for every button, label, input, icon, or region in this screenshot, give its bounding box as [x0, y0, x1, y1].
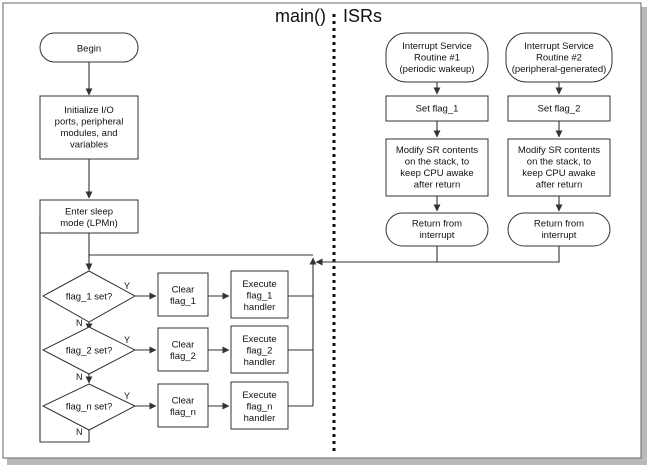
exec-flag1-label-line-1: flag_1: [247, 290, 273, 301]
isr1-modify-label-line-2: keep CPU awake: [400, 168, 473, 179]
isr1-entry-label-line-1: Routine #1: [414, 52, 460, 63]
isr1-entry-terminal: [385, 32, 489, 83]
header-main: main(): [275, 6, 326, 26]
isr1-entry-label-line-0: Interrupt Service: [402, 41, 472, 52]
init-label-line-2: modules, and: [60, 128, 117, 139]
exec-flagn-process: [230, 381, 289, 430]
sleep-process: [39, 199, 139, 234]
clear-flag1-label-line-1: flag_1: [170, 296, 196, 307]
isr2-entry-label-line-0: Interrupt Service: [524, 41, 594, 52]
isr2-return-label-line-1: interrupt: [542, 230, 577, 241]
begin-label-line-0: Begin: [77, 43, 101, 54]
decision-flag2-label-line-0: flag_2 set?: [66, 345, 112, 356]
decision-flag1-label-line-0: flag_1 set?: [66, 291, 112, 302]
init-process: [39, 95, 139, 160]
isr1-return-label-line-1: interrupt: [420, 230, 455, 241]
decision-flag1: [41, 270, 137, 323]
exec-flag2-label-line-1: flag_2: [247, 345, 273, 356]
isr2-entry-terminal: [505, 32, 613, 83]
sleep-label-line-1: mode (LPMn): [60, 218, 118, 229]
clear-flag1-label-line-0: Clear: [172, 285, 195, 296]
isr2-modify-process: [507, 138, 611, 197]
yes-label-flagn: Y: [124, 391, 130, 401]
decision-flagn-label-line-0: flag_n set?: [66, 401, 112, 412]
isr2-set-process: [507, 95, 611, 122]
exec-flag1-process: [230, 270, 289, 319]
isr2-set-label: Set flag_2: [538, 103, 581, 114]
decision-flag2: [41, 326, 137, 375]
yes-label-flag1: Y: [124, 281, 130, 291]
line-return2-to-main: [437, 246, 560, 263]
sleep-label-line-0: Enter sleep: [65, 207, 113, 218]
isr2-set-label-line-0: Set flag_2: [538, 103, 581, 114]
decision-flag2-label: flag_2 set?: [66, 345, 112, 356]
isr2-modify-label-line-3: after return: [536, 180, 582, 191]
yes-label-flag2: Y: [124, 335, 130, 345]
no-label-flag2: N: [76, 372, 83, 382]
isr2-modify-label-line-1: on the stack, to: [527, 157, 591, 168]
isr1-return-label-line-0: Return from: [412, 219, 462, 230]
isr2-return-label-line-0: Return from: [534, 219, 584, 230]
isr2-entry-label-line-2: (peripheral-generated): [512, 64, 607, 75]
no-label-flagn: N: [76, 427, 83, 437]
exec-flagn-label-line-2: handler: [244, 413, 276, 424]
clear-flag2-process: [157, 327, 209, 372]
header-isrs: ISRs: [343, 6, 382, 26]
clear-flag2-label-line-1: flag_2: [170, 351, 196, 362]
isr1-set-label-line-0: Set flag_1: [416, 103, 459, 114]
decision-flag1-label: flag_1 set?: [66, 291, 112, 302]
begin-terminal: [39, 32, 139, 63]
exec-flag2-process: [230, 325, 289, 374]
exec-flag1-label-line-2: handler: [244, 302, 276, 313]
clear-flag2-label-line-0: Clear: [172, 340, 195, 351]
isr-connectors: [315, 82, 563, 266]
isr1-modify-label-line-3: after return: [414, 180, 460, 191]
isr2-return-terminal: [507, 212, 611, 247]
init-label-line-1: ports, peripheral: [55, 117, 124, 128]
isr1-set-label: Set flag_1: [416, 103, 459, 114]
decision-flagn: [41, 383, 137, 431]
exec-flagn-label-line-0: Execute: [242, 390, 276, 401]
exec-flag1-label-line-0: Execute: [242, 279, 276, 290]
isr1-entry-label-line-2: (periodic wakeup): [400, 64, 475, 75]
isr1-modify-label-line-0: Modify SR contents: [396, 145, 479, 156]
clear-flagn-process: [157, 383, 209, 428]
exec-flagn-label-line-1: flag_n: [247, 401, 273, 412]
clear-flagn-label-line-0: Clear: [172, 396, 195, 407]
exec-flag2-label-line-2: handler: [244, 357, 276, 368]
arrow-bus-to-flag1: [85, 254, 313, 271]
clear-flagn-label-line-1: flag_n: [170, 407, 196, 418]
init-label-line-3: variables: [70, 140, 108, 151]
no-label-flag1: N: [76, 318, 83, 328]
init-label-line-0: Initialize I/O: [64, 105, 114, 116]
isr2-entry-label-line-1: Routine #2: [536, 52, 582, 63]
isr2-modify-label-line-2: keep CPU awake: [522, 168, 595, 179]
begin-label: Begin: [77, 43, 101, 54]
isr2-modify-label-line-0: Modify SR contents: [518, 145, 601, 156]
isr1-return-terminal: [385, 212, 489, 247]
exec-flag2-label-line-0: Execute: [242, 334, 276, 345]
isr1-set-process: [385, 95, 489, 122]
clear-flag1-process: [157, 272, 209, 317]
decision-flagn-label: flag_n set?: [66, 401, 112, 412]
isr1-modify-label-line-1: on the stack, to: [405, 157, 469, 168]
isr1-modify-process: [385, 138, 489, 197]
